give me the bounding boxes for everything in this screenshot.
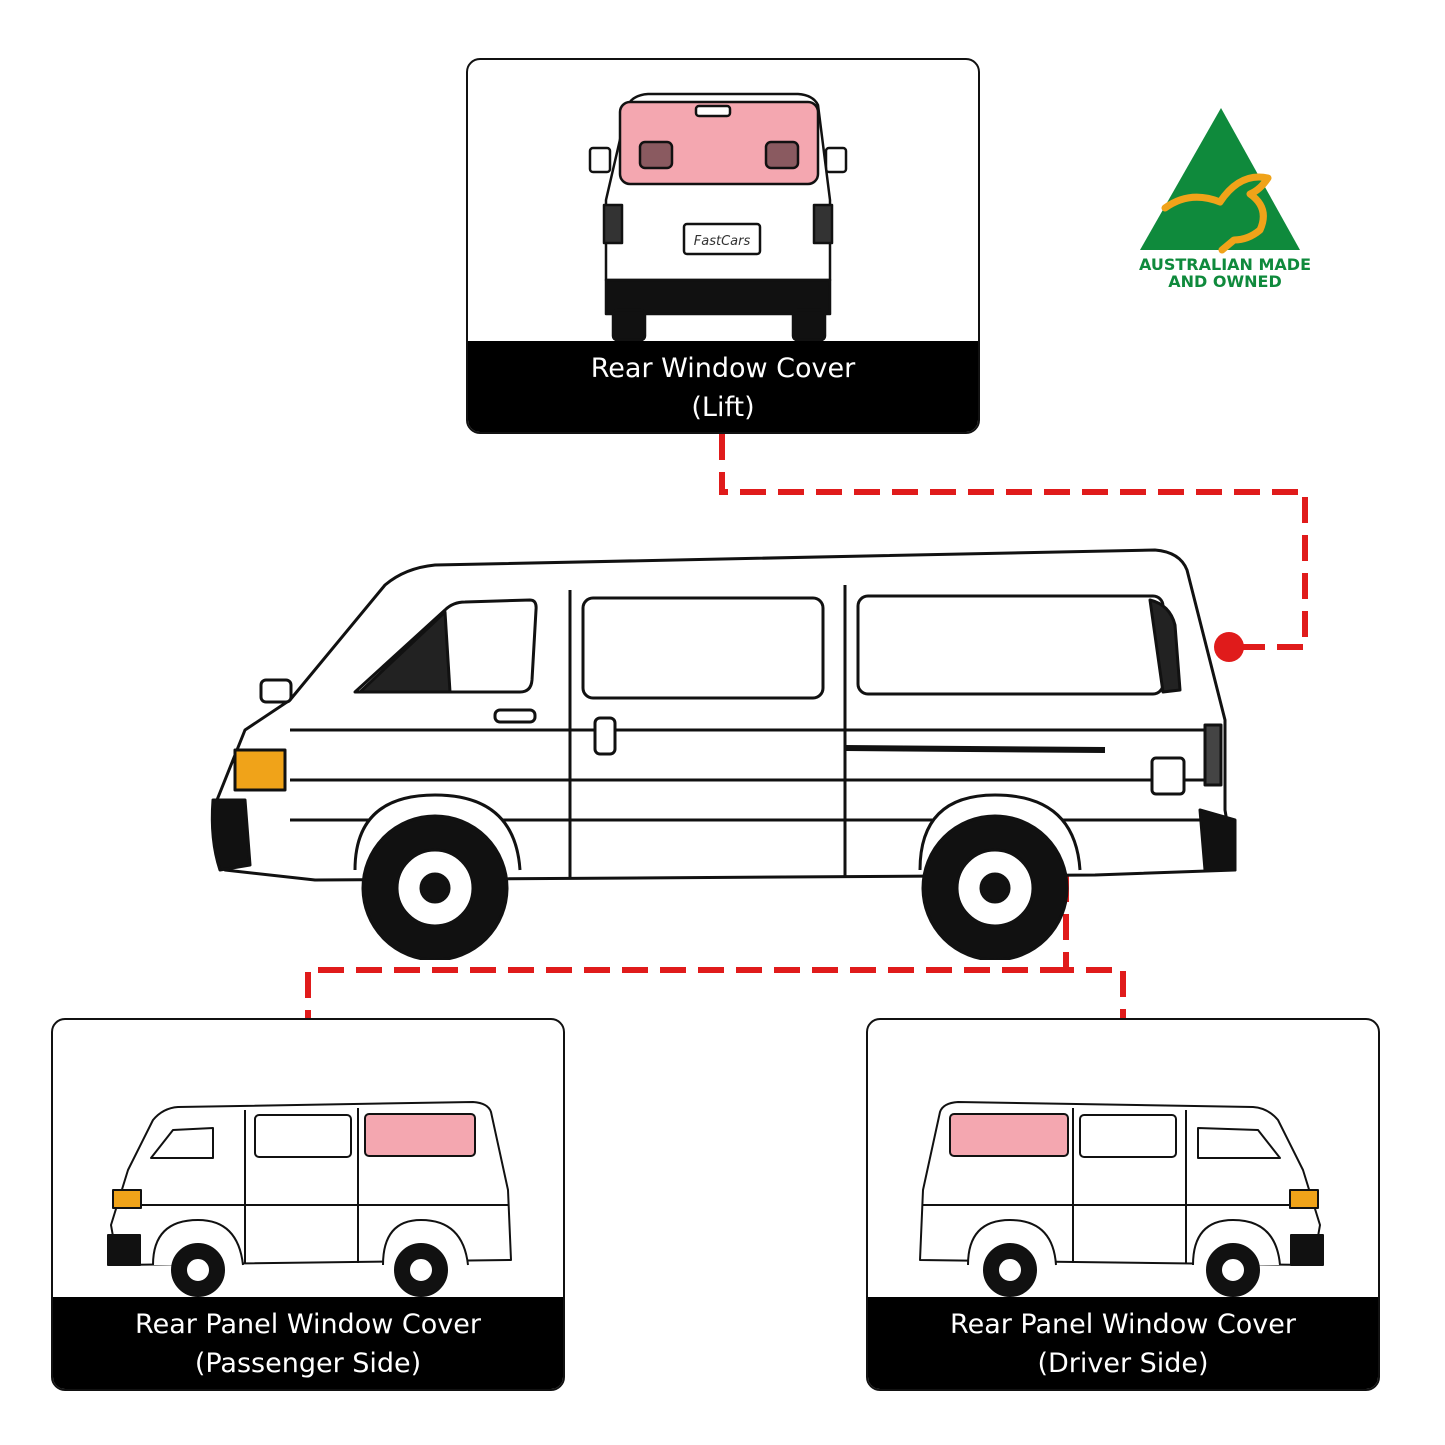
- australian-made-badge: AUSTRALIAN MADE AND OWNED: [1110, 90, 1340, 310]
- main-van-illustration: [210, 548, 1237, 960]
- driver-side-card: Rear Panel Window Cover (Driver Side): [866, 1018, 1380, 1391]
- driver-side-title: Rear Panel Window Cover: [950, 1309, 1296, 1340]
- rear-van-illustration: FastCars: [588, 92, 848, 342]
- lift-connector: [719, 434, 1308, 650]
- passenger-side-subtitle: (Passenger Side): [194, 1348, 422, 1379]
- passenger-side-title: Rear Panel Window Cover: [135, 1309, 481, 1340]
- rear-window-card: FastCars Rear Window Cover (Lift): [466, 58, 980, 434]
- plate-text: FastCars: [694, 234, 751, 249]
- passenger-side-card: Rear Panel Window Cover (Passenger Side): [51, 1018, 565, 1391]
- passenger-side-connector: [305, 967, 1066, 1018]
- rear-window-subtitle: (Lift): [691, 392, 755, 423]
- passenger-side-label: Rear Panel Window Cover (Passenger Side): [53, 1297, 563, 1389]
- rear-wheel: [921, 814, 1069, 960]
- driver-side-subtitle: (Driver Side): [1037, 1348, 1209, 1379]
- passenger-side-van-illustration: [107, 1101, 512, 1297]
- driver-side-label: Rear Panel Window Cover (Driver Side): [868, 1297, 1378, 1389]
- rear-window-label: Rear Window Cover (Lift): [468, 341, 978, 432]
- kangaroo-triangle-icon: [1140, 108, 1300, 254]
- rear-window-title: Rear Window Cover: [590, 353, 856, 384]
- badge-line-2: AND OWNED: [1168, 272, 1282, 291]
- driver-side-van-illustration: [919, 1101, 1324, 1297]
- badge-line-1: AUSTRALIAN MADE: [1138, 255, 1312, 274]
- rear-marker-dot: [1214, 632, 1244, 662]
- front-wheel: [361, 814, 509, 960]
